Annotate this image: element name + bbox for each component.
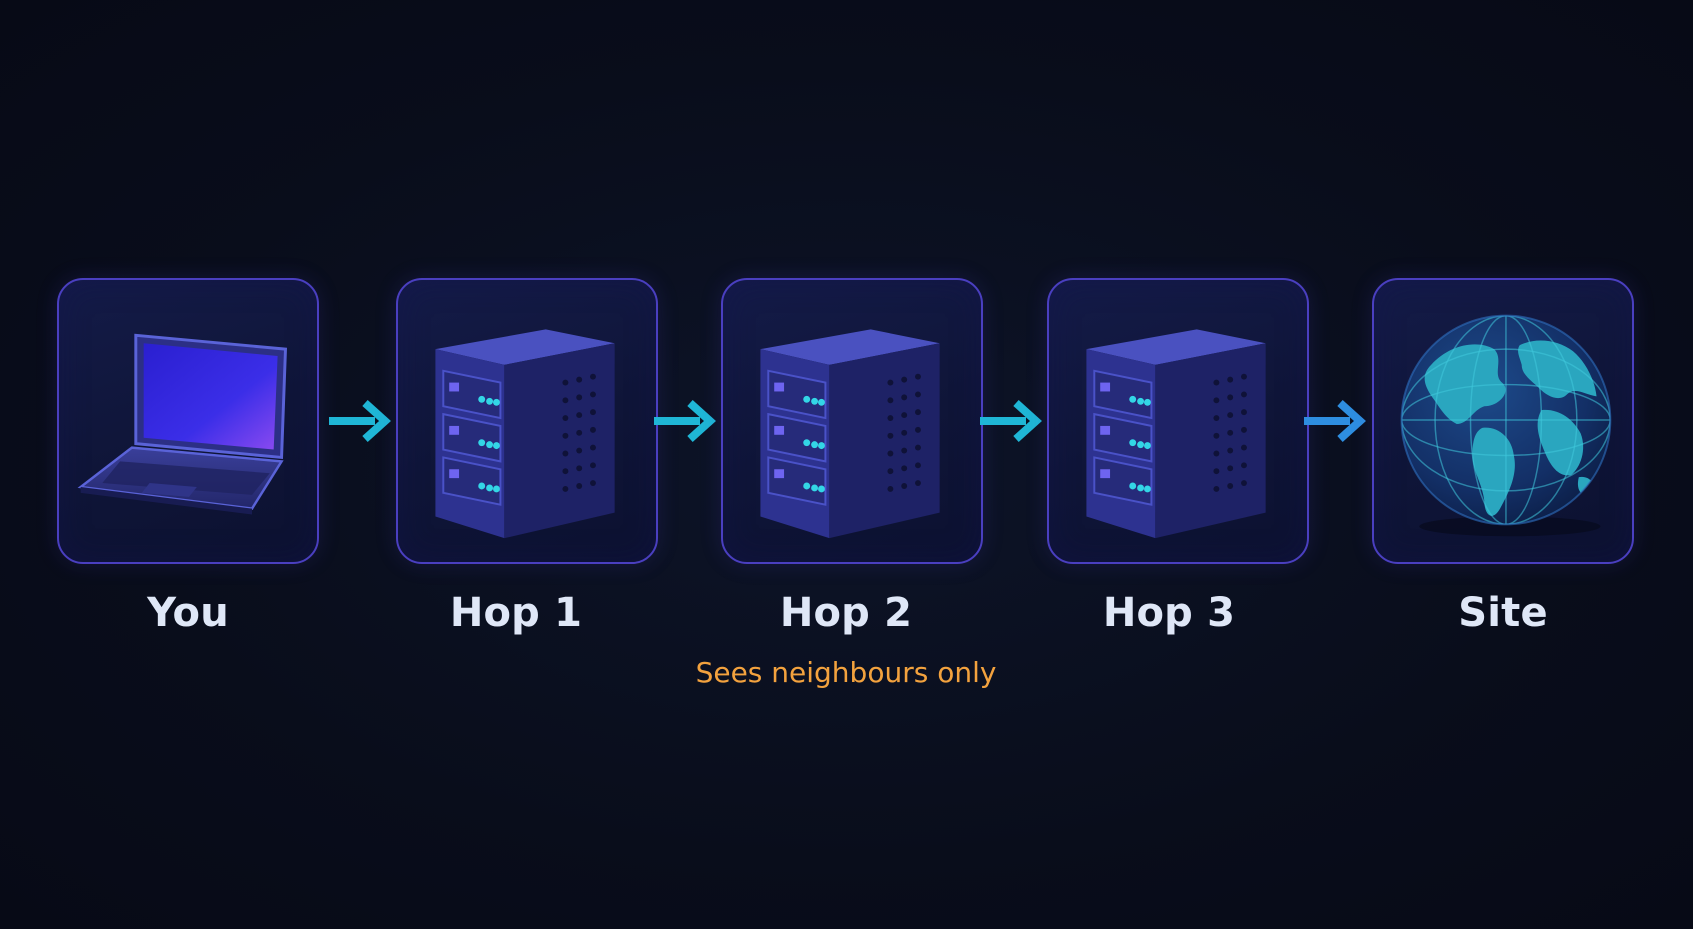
node-hop-2 [721,278,983,564]
annotation-note: Sees neighbours only [695,656,997,689]
node-hop-1 [396,278,658,564]
globe-icon [1400,314,1612,537]
arrow-right-icon [1304,400,1366,442]
arrow-right-icon [980,400,1042,442]
node-label-site: Site [1458,590,1548,636]
node-label-hop-3: Hop 3 [1102,590,1236,636]
arrow-right-icon [654,400,716,442]
server-icon [760,329,940,539]
node-label-you: You [147,590,229,636]
node-you [57,278,319,564]
laptop-icon [77,333,288,515]
node-label-hop-2: Hop 2 [779,590,913,636]
server-icon [435,329,615,539]
server-icon [1086,329,1266,539]
node-label-hop-1: Hop 1 [449,590,583,636]
node-hop-3 [1047,278,1309,564]
arrow-right-icon [329,400,391,442]
node-site [1372,278,1634,564]
